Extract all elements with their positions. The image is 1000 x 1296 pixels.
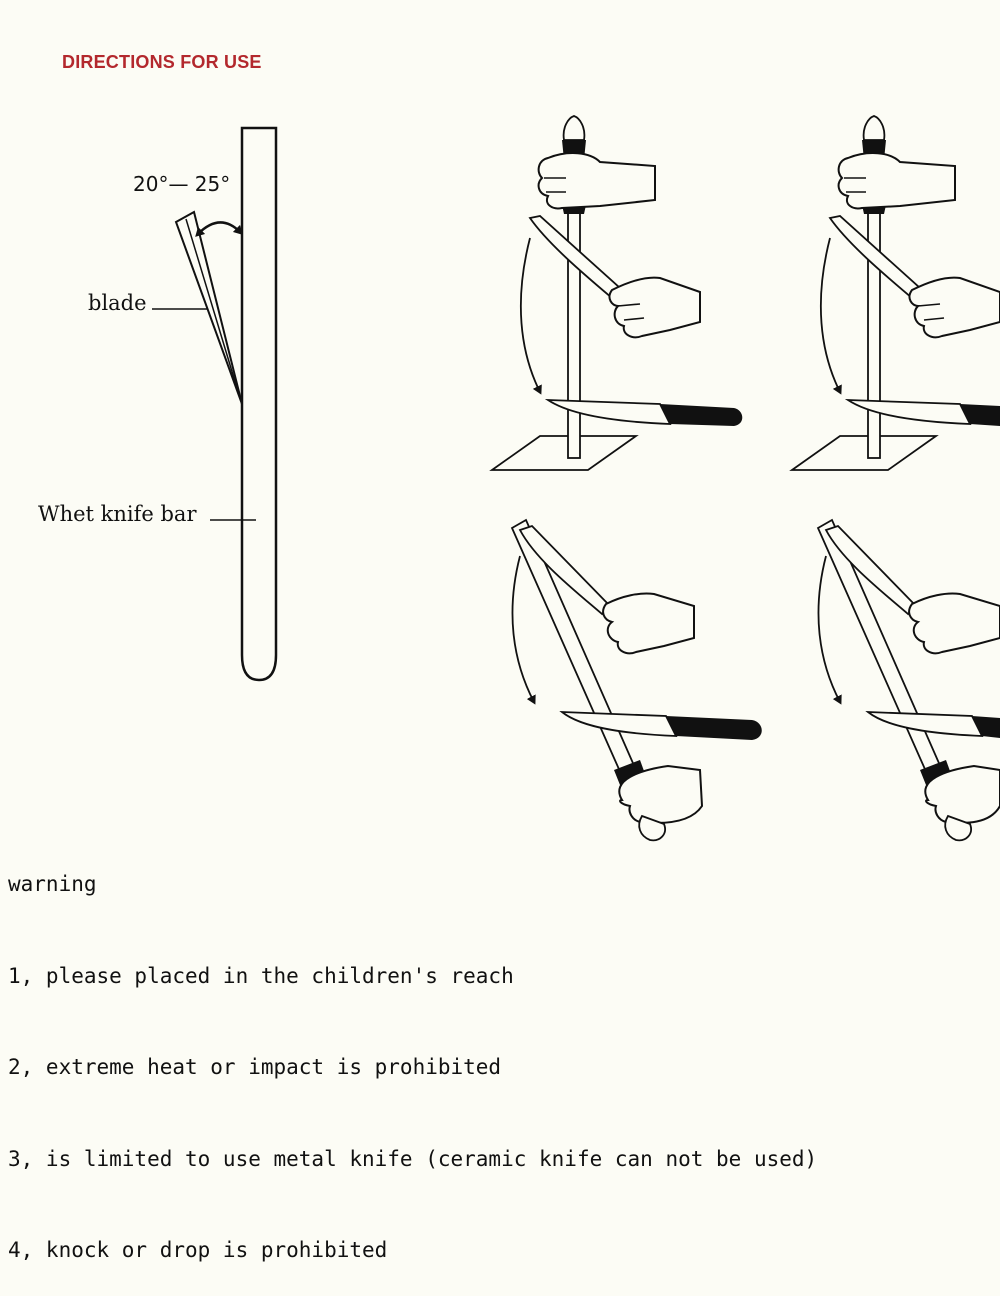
hand-icon <box>602 592 695 655</box>
page-title: DIRECTIONS FOR USE <box>62 52 262 72</box>
step-4-illustration <box>816 518 1000 842</box>
hand-icon <box>908 592 1000 655</box>
knife-icon <box>559 710 678 737</box>
hand-icon <box>537 152 656 210</box>
curved-arrow-icon <box>511 555 536 705</box>
knob-icon <box>562 115 586 141</box>
step-2-illustration <box>789 115 1000 471</box>
curved-arrow-icon <box>519 237 542 395</box>
sharpening-diagram <box>152 115 1000 842</box>
knife-icon <box>544 398 672 425</box>
whet-knife-bar <box>240 126 278 682</box>
warning-section: warning 1, please placed in the children… <box>8 808 817 1296</box>
hand-icon <box>608 276 701 339</box>
whet-knife-bar-label: Whet knife bar <box>38 502 197 526</box>
blade-label: blade <box>88 291 147 315</box>
knob-icon <box>862 115 886 141</box>
angle-label: 20°— 25° <box>133 172 231 196</box>
warning-item: 3, is limited to use metal knife (cerami… <box>8 1146 818 1171</box>
curved-arrow-icon <box>817 555 842 705</box>
curved-arrow-icon <box>819 237 842 395</box>
sharpening-rod-icon <box>510 518 638 778</box>
base-plate-icon <box>789 435 939 471</box>
base-plate-icon <box>489 435 639 471</box>
knob-icon <box>638 814 666 842</box>
knife-icon <box>844 398 972 425</box>
hand-icon <box>908 276 1000 339</box>
warning-heading: warning <box>8 872 97 896</box>
warning-item: 4, knock or drop is prohibited <box>8 1238 388 1262</box>
knob-icon <box>944 814 972 842</box>
step-1-illustration <box>489 115 743 471</box>
warning-item: 2, extreme heat or impact is prohibited <box>8 1055 502 1079</box>
blade <box>174 210 243 405</box>
knife-icon <box>865 710 984 737</box>
step-3-illustration <box>510 518 762 842</box>
hand-icon <box>837 152 956 210</box>
sharpening-rod-icon <box>816 518 944 778</box>
warning-item: 1, please placed in the children's reach <box>8 963 514 988</box>
angle-arc <box>195 221 243 237</box>
